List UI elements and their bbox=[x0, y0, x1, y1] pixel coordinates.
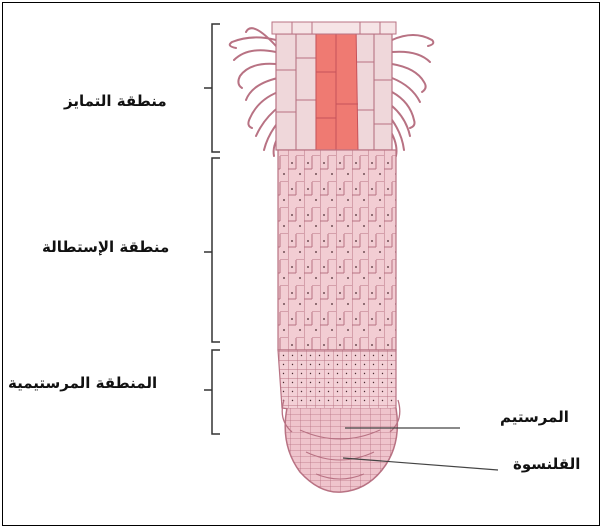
label-meristem: المرستيم bbox=[500, 408, 569, 426]
bracket-meristematic bbox=[204, 350, 220, 434]
differentiation-zone-cells bbox=[272, 22, 396, 152]
label-elongation-zone: منطقة الإستطالة bbox=[42, 238, 169, 256]
root-hairs-left bbox=[230, 28, 280, 156]
label-differentiation-zone: منطقة التمايز bbox=[64, 92, 167, 110]
bracket-elongation bbox=[204, 158, 220, 342]
root-cap bbox=[276, 400, 402, 500]
bracket-differentiation bbox=[204, 24, 220, 152]
root-hairs-right bbox=[392, 35, 433, 156]
elongation-zone-cells bbox=[278, 150, 396, 350]
label-root-cap: القلنسوة bbox=[513, 455, 580, 473]
label-meristematic-zone: المنطقة المرستيمية bbox=[8, 374, 157, 392]
meristematic-zone-cells bbox=[278, 350, 396, 413]
